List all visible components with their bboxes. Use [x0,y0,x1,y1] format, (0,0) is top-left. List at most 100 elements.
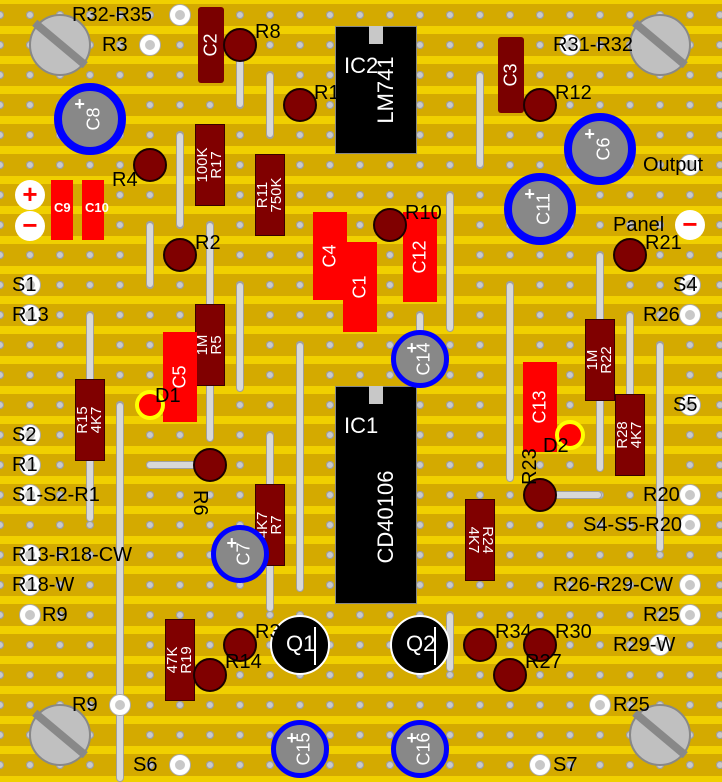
hole [296,11,304,19]
hole [266,671,274,679]
hole [146,701,154,709]
terminal-r13[interactable] [19,304,41,326]
hole [146,521,154,529]
terminal-r25-bottom[interactable] [589,694,611,716]
hole [0,311,4,319]
hole [116,191,124,199]
hole [416,101,424,109]
hole [476,281,484,289]
hole [356,161,364,169]
terminal-s6[interactable] [169,754,191,776]
hole [86,671,94,679]
ic-notch [369,386,383,404]
hole [536,311,544,319]
hole [596,41,604,49]
panel-minus-terminal[interactable]: − [675,210,705,240]
terminal-r20[interactable] [679,484,701,506]
terminal-r25-top[interactable] [679,604,701,626]
terminal-r9-top[interactable] [19,604,41,626]
hole [176,281,184,289]
hole [116,281,124,289]
hole [146,491,154,499]
hole [716,101,722,109]
hole [416,11,424,19]
label-r26: R26 [643,304,680,326]
hole [536,341,544,349]
terminal-r26[interactable] [679,304,701,326]
terminal-r13-r18-cw[interactable] [19,544,41,566]
diode-d1-label: D1 [155,385,181,407]
label-r9-bottom: R9 [72,694,98,716]
terminal-r29-w[interactable] [649,634,671,656]
hole [326,131,334,139]
hole [716,431,722,439]
hole [446,131,454,139]
hole [596,761,604,769]
hole [146,101,154,109]
terminal-r31-r32[interactable] [559,34,581,56]
hole [56,491,64,499]
hole [146,611,154,619]
hole [86,251,94,259]
hole [266,401,274,409]
terminal-s1-s2-r1[interactable] [19,484,41,506]
terminal-s4-s5-r20[interactable] [679,514,701,536]
hole [236,221,244,229]
hole [506,491,514,499]
hole [716,221,722,229]
resistor-r10-label: R10 [405,202,442,224]
power-minus-terminal[interactable]: − [15,211,45,241]
hole [536,281,544,289]
wire-link [446,192,454,332]
hole [356,671,364,679]
terminal-r1[interactable] [19,454,41,476]
hole [326,11,334,19]
hole [506,251,514,259]
terminal-s5[interactable] [679,394,701,416]
resistor-r23 [523,478,557,512]
hole [446,491,454,499]
hole [0,671,4,679]
hole [266,251,274,259]
terminal-s7[interactable] [529,754,551,776]
hole [716,311,722,319]
terminal-s2[interactable] [19,424,41,446]
hole [176,431,184,439]
power-plus-terminal[interactable]: + [15,180,45,210]
hole [356,221,364,229]
hole [0,431,4,439]
hole [0,41,4,49]
hole [56,431,64,439]
terminal-s4[interactable] [679,274,701,296]
hole [596,551,604,559]
hole [116,71,124,79]
terminal-r32-r35[interactable] [169,4,191,26]
hole [146,641,154,649]
label-r20: R20 [643,484,680,506]
terminal-r26-r29-cw[interactable] [679,574,701,596]
hole [56,371,64,379]
hole [386,611,394,619]
hole [146,551,154,559]
hole [416,161,424,169]
hole [386,311,394,319]
hole [476,401,484,409]
hole [446,521,454,529]
hole [476,341,484,349]
hole [176,491,184,499]
ic2-chip: IC2 LM741 [335,26,417,154]
hole [686,341,694,349]
terminal-output[interactable] [679,154,701,176]
resistor-r12 [523,88,557,122]
terminal-s1[interactable] [19,274,41,296]
resistor-r4-label: R4 [112,169,138,191]
hole [716,131,722,139]
hole [326,731,334,739]
hole [26,761,34,769]
terminal-r18-w[interactable] [19,574,41,596]
terminal-r9-bottom[interactable] [109,694,131,716]
hole [476,221,484,229]
capacitor-c4: C4 [313,212,347,300]
terminal-r3[interactable] [139,34,161,56]
hole [566,521,574,529]
